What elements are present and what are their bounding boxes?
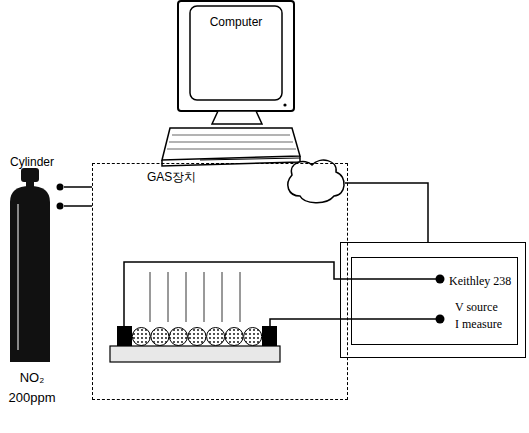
text-slot: Computer	[190, 12, 282, 30]
sensing-grains	[132, 328, 261, 346]
sensor-wire	[270, 319, 436, 326]
node-text: NO₂	[20, 370, 45, 385]
node-label: Computer	[210, 15, 263, 29]
sensing-grain	[225, 328, 243, 346]
node-text: I measure	[455, 317, 502, 331]
cylinder-highlight	[17, 204, 19, 350]
keithley-instrument: Keithley 238 V source I measure	[340, 242, 526, 358]
keyboard-keys	[167, 135, 296, 149]
monitor-screen	[190, 6, 282, 100]
text-slot: Cylinder	[0, 152, 64, 170]
node-label: GAS장치	[147, 170, 196, 184]
keyboard-edge	[162, 156, 300, 166]
keyboard-cable	[200, 158, 300, 160]
monitor-stand	[212, 111, 262, 124]
monitor-case	[178, 1, 294, 111]
connector-line	[64, 205, 92, 207]
sensing-grain	[132, 328, 150, 346]
sensor-substrate	[110, 346, 280, 362]
mouse	[288, 160, 344, 203]
gas-port	[57, 203, 64, 210]
gas-port	[57, 184, 64, 191]
gas-flow-lines	[150, 272, 240, 322]
power-button	[283, 103, 286, 106]
electrode	[117, 326, 132, 346]
text-slot: 200ppm	[0, 388, 64, 406]
terminal-dot	[436, 275, 445, 284]
sensor-wire	[124, 262, 436, 326]
cylinder-valve	[21, 168, 39, 182]
sensing-grain	[188, 328, 206, 346]
text-slot: GAS장치	[147, 167, 196, 185]
node-text: V source	[455, 300, 498, 314]
node-label: Keithley 238	[449, 274, 511, 288]
sensing-grain	[207, 328, 225, 346]
sensing-grain	[151, 328, 169, 346]
cylinder-body	[10, 186, 50, 362]
connector-line	[64, 186, 92, 188]
sensing-grain	[244, 328, 262, 346]
node-label: Cylinder	[10, 155, 54, 169]
text-slot: I measure	[455, 314, 502, 332]
node-text: 200ppm	[9, 390, 56, 405]
connector-line	[345, 183, 428, 242]
gas-chamber: GAS장치	[92, 163, 348, 400]
keyboard	[162, 128, 300, 160]
terminal-dot	[436, 315, 445, 324]
sensing-grain	[169, 328, 187, 346]
text-slot: V source	[455, 297, 498, 315]
text-slot: Keithley 238	[449, 271, 511, 289]
electrode	[262, 326, 277, 346]
text-slot: NO₂	[0, 368, 64, 386]
gas-cylinder: CylinderNO₂ 200ppm	[0, 150, 64, 415]
